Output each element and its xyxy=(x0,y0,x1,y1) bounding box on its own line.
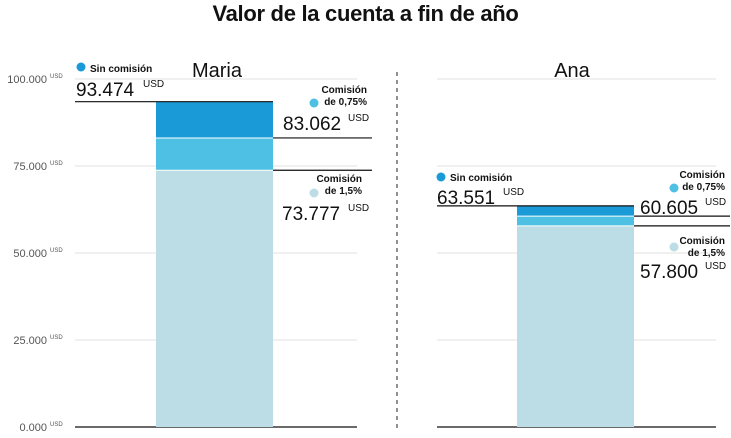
data-label-unit: USD xyxy=(705,197,726,208)
series-name: Sin comisión xyxy=(450,173,512,184)
series-name: de 0,75% xyxy=(682,182,725,193)
legend-dot xyxy=(669,242,679,252)
data-label-unit: USD xyxy=(348,203,369,214)
series-name: de 1,5% xyxy=(688,248,725,259)
y-tick-unit: USD xyxy=(50,74,63,80)
data-label: 93.474 xyxy=(76,80,135,101)
data-label-unit: USD xyxy=(143,79,164,90)
y-tick-unit: USD xyxy=(50,422,63,428)
series-name: Comisión xyxy=(679,170,725,181)
legend-dot xyxy=(669,183,679,193)
series-name: de 0,75% xyxy=(324,97,367,108)
data-label: 73.777 xyxy=(282,204,340,225)
series-name: Sin comisión xyxy=(90,64,152,75)
legend-dot xyxy=(76,62,86,72)
y-tick-label: 50.000 xyxy=(13,248,47,260)
y-tick-unit: USD xyxy=(50,248,63,254)
series-name: Comisión xyxy=(679,236,725,247)
bar-segment xyxy=(156,101,273,138)
legend-dot xyxy=(436,172,446,182)
y-tick-label: 25.000 xyxy=(13,335,47,347)
data-label-unit: USD xyxy=(503,187,524,198)
data-label: 57.800 xyxy=(640,262,698,283)
bar-segment xyxy=(156,137,273,171)
legend-dot xyxy=(309,98,319,108)
y-tick-unit: USD xyxy=(50,161,63,167)
category-label: Ana xyxy=(554,60,590,82)
legend-dot xyxy=(309,188,319,198)
data-label: 83.062 xyxy=(283,114,341,135)
bar-segment xyxy=(517,225,634,427)
data-label-unit: USD xyxy=(705,261,726,272)
bar-segment xyxy=(156,170,273,427)
bar-segment xyxy=(517,216,634,226)
data-label: 60.605 xyxy=(640,198,698,219)
y-tick-label: 75.000 xyxy=(13,161,47,173)
y-tick-unit: USD xyxy=(50,335,63,341)
data-label: 63.551 xyxy=(437,188,495,209)
series-name: de 1,5% xyxy=(325,186,362,197)
chart-title: Valor de la cuenta a fin de año xyxy=(212,1,519,26)
category-label: Maria xyxy=(192,60,243,82)
bar-segment xyxy=(517,205,634,217)
data-label-unit: USD xyxy=(348,113,369,124)
series-name: Comisión xyxy=(321,85,367,96)
y-tick-label: 0.000 xyxy=(19,422,47,434)
y-tick-label: 100.000 xyxy=(7,74,47,86)
series-name: Comisión xyxy=(316,174,362,185)
